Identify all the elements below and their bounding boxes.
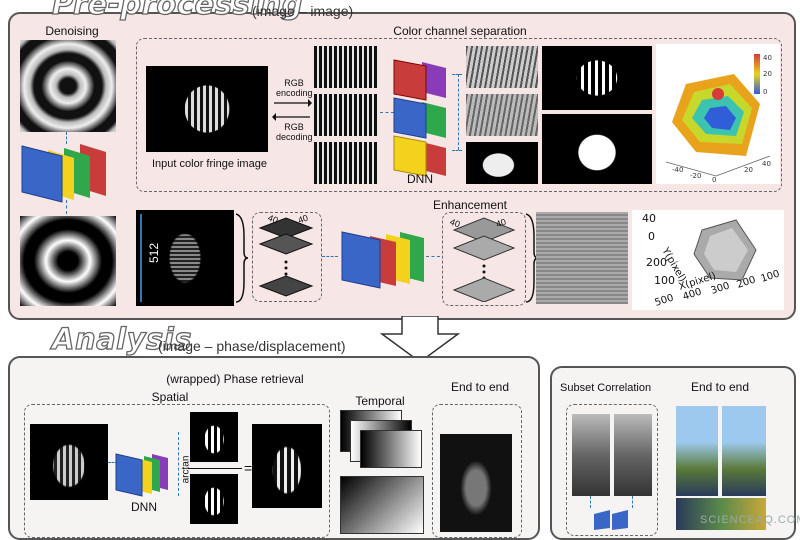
spatial-dnn-label: DNN [131, 500, 157, 514]
temporal-phase-map [340, 476, 424, 534]
3d-reconstruction-plot: 40 20 0 -40 -20 0 20 40 [656, 44, 780, 184]
colorbar-tick: 40 [763, 54, 772, 62]
temporal-frame-3 [360, 430, 422, 468]
axis-tick: 40 [762, 160, 771, 168]
clean-ring-image [20, 216, 116, 306]
subset-dnn-icon [594, 510, 628, 530]
patches-box-1 [252, 212, 322, 302]
enhancement-dnn-icon [341, 231, 424, 289]
displacement-image-3 [676, 498, 766, 530]
hand-3d-plot: 40 0 200 100 Y(pixel) X(pixel) 500 400 3… [632, 210, 784, 310]
subset-flow-line-1 [590, 496, 591, 508]
end-to-end-label-2: End to end [690, 380, 750, 394]
color-separation-title: Color channel separation [393, 24, 527, 38]
preprocessing-subtitle: (image – image) [252, 3, 354, 19]
phase-map-top [542, 46, 652, 110]
channel-image-blue [314, 142, 378, 184]
hand-y-tick: 200 [646, 256, 667, 269]
flow-line-enh-2 [426, 256, 440, 257]
spatial-input-image [30, 424, 108, 500]
subset-correlation-label: Subset Correlation [560, 382, 652, 394]
fraction-bar [188, 468, 242, 469]
branch-line-top [452, 74, 462, 75]
spatial-flow-line [108, 462, 118, 463]
branch-line [458, 74, 459, 150]
watermark: SCIENCEAQ.COM [700, 514, 800, 526]
preprocessing-title: Pre-processing [51, 0, 304, 22]
branch-line-bottom [452, 150, 462, 151]
denoise-dnn-icon [21, 144, 106, 203]
analysis-subtitle: (image – phase/displacement) [158, 338, 346, 354]
down-arrow-icon [380, 316, 460, 363]
phase-retrieval-title: (wrapped) Phase retrieval [166, 372, 304, 386]
channel-image-red [314, 46, 378, 88]
denoise-flow-line-2 [66, 200, 67, 214]
displacement-image-1 [676, 406, 718, 496]
enhanced-fringe-image [536, 212, 628, 304]
subset-image-1 [572, 414, 610, 496]
denominator-image [190, 474, 238, 524]
denoising-label: Denoising [45, 24, 99, 38]
left-brace-icon [235, 213, 249, 303]
patches-box-2 [442, 212, 526, 306]
noisy-ring-image [20, 40, 116, 132]
fringe-pattern-2 [466, 94, 538, 136]
spatial-label: Spatial [151, 390, 189, 404]
subset-image-2 [614, 414, 652, 496]
subset-flow-line-2 [632, 496, 633, 508]
rgb-encoding-label: RGB encoding [276, 78, 313, 98]
hand-fringe-image [136, 210, 234, 306]
axis-tick: -40 [672, 166, 683, 174]
hand-y-tick: 40 [642, 212, 656, 225]
numerator-image [190, 412, 238, 462]
patch-stack-2 [452, 217, 516, 302]
axis-tick: 20 [744, 166, 753, 174]
channel-image-green [314, 94, 378, 136]
object-mask-bottom [542, 114, 652, 184]
input-image-label: Input color fringe image [152, 158, 267, 170]
axis-tick: -20 [690, 172, 701, 180]
size-label-512: 512 [147, 242, 162, 264]
analysis-title: Analysis [51, 321, 192, 356]
end-to-end-label-1: End to end [450, 380, 510, 394]
flow-line-enh-1 [322, 256, 338, 257]
denoise-flow-line [66, 132, 67, 144]
wrapped-phase-image [252, 424, 322, 508]
spatial-branch-line [178, 432, 179, 496]
size-bar-512 [140, 214, 142, 302]
color-dnn-label: DNN [407, 172, 433, 186]
rgb-decoding-label: RGB decoding [276, 122, 313, 142]
spatial-dnn-icon [115, 453, 168, 497]
displacement-image-2 [722, 406, 766, 496]
colorbar-tick: 0 [763, 88, 767, 96]
input-color-fringe-image [146, 66, 268, 152]
hand-y-tick: 0 [648, 230, 655, 243]
enhancement-label: Enhancement [432, 198, 508, 212]
color-dnn-icon [393, 59, 446, 177]
encode-arrow-icon [274, 99, 312, 107]
temporal-label: Temporal [355, 394, 405, 408]
equals-sign: = [244, 460, 253, 476]
texture-image [466, 142, 538, 184]
decode-arrow-icon [272, 113, 310, 121]
fringe-pattern-1 [466, 46, 538, 88]
colorbar-tick: 20 [763, 70, 772, 78]
flow-line-to-dnn [380, 112, 394, 113]
end-to-end-phase-image [440, 434, 512, 532]
hand-y-tick: 100 [654, 274, 675, 287]
patch-stack-1 [258, 217, 314, 297]
axis-tick: 0 [712, 176, 716, 184]
color-separation-box [136, 38, 782, 192]
